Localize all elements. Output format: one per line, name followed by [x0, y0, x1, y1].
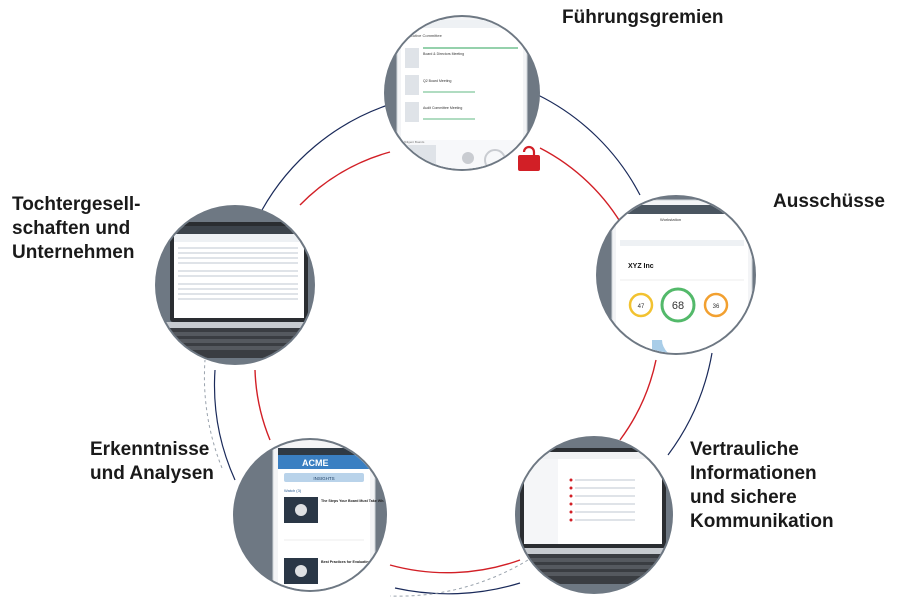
bl-brand: ACME	[302, 458, 329, 468]
bl-banner: INSIGHTS	[313, 476, 334, 481]
right-gauge-value: 68	[672, 300, 684, 312]
top-header-text: Executive Committee	[404, 33, 443, 38]
device-left	[155, 205, 315, 365]
dashed-ring	[203, 359, 529, 597]
bl-section: Watch (3)	[284, 488, 302, 493]
top-item-3: Audit Committee Meeting	[423, 106, 462, 110]
label-fuehrungsgremien: Führungsgremien	[562, 7, 724, 28]
outer-ring	[213, 94, 713, 595]
label-vertrauliche-informationen: Vertrauliche Informationen und sichere K…	[690, 439, 834, 532]
top-item-1: Board & Directors Meeting	[423, 52, 464, 56]
right-left-value: 47	[638, 304, 645, 310]
bl-article-2: Best Practices for Evaluating Board Perf…	[321, 560, 405, 564]
label-ausschuesse: Ausschüsse	[773, 191, 885, 212]
top-item-2: Q2 Board Meeting	[423, 79, 451, 83]
right-right-value: 36	[713, 304, 720, 310]
label-tochtergesellschaften: Tochtergesell- schaften und Unternehmen	[12, 194, 141, 263]
lock-icon	[518, 145, 540, 171]
device-bottom-right	[515, 436, 673, 594]
right-title: Workstation	[660, 217, 681, 222]
device-top: Executive Committee Board & Directors Me…	[384, 15, 540, 171]
top-footer: Diligent Boards	[404, 140, 425, 144]
device-bottom-left: ACME INSIGHTS Watch (3) The Steps Your B…	[233, 438, 428, 592]
bl-article-1: The Steps Your Board Must Take When Over…	[321, 499, 428, 503]
label-erkenntnisse: Erkenntnisse und Analysen	[90, 439, 214, 484]
right-company: XYZ Inc	[628, 263, 654, 270]
device-right: Workstation XYZ Inc 47 68 36	[596, 195, 756, 355]
inner-ring	[254, 147, 657, 574]
